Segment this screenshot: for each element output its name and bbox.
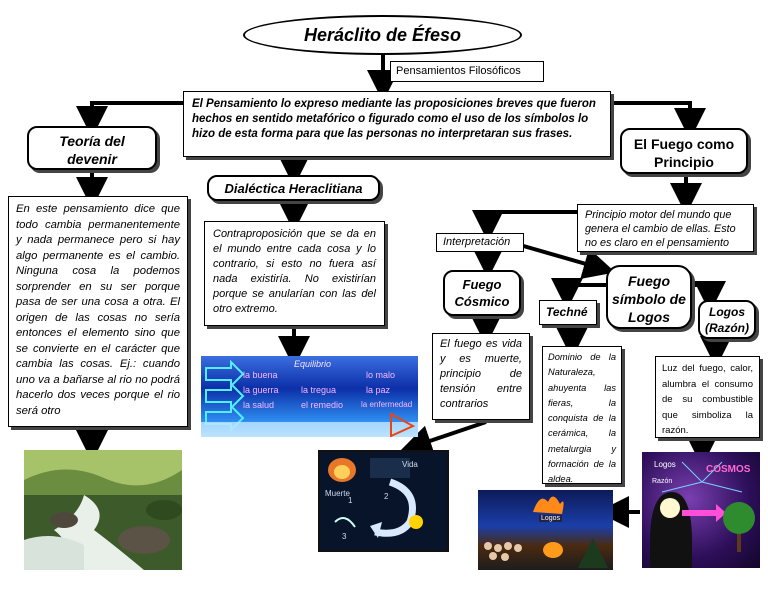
logos-title-box: Logos (Razón)	[698, 300, 756, 339]
cosmic-label-muerte: Muerte	[325, 489, 350, 498]
dialectica-image-label-paz: la paz	[366, 385, 391, 395]
dialectica-image-label-malo: lo malo	[366, 370, 396, 380]
cosmic-label-2: 2	[384, 492, 389, 501]
dialectica-title-box: Dialéctica Heraclitiana	[207, 175, 380, 201]
page-title: Heráclito de Éfeso	[303, 24, 462, 45]
fuego-principio-text: Principio motor del mundo que genera el …	[585, 209, 736, 249]
title-ellipse: Heráclito de Éfeso	[243, 15, 522, 55]
fuego-logos-title: Fuego símbolo de Logos	[612, 273, 686, 325]
fuego-cosmico-text: El fuego es vida y es muerte, principio …	[440, 338, 522, 410]
logos-image-label-razon: Razón	[652, 478, 673, 485]
techne-title-box: Techné	[539, 300, 597, 325]
dialectica-image: Equilibrio la buena la guerra la salud l…	[201, 356, 418, 437]
cosmic-label-vida: Vida	[402, 460, 418, 469]
devenir-text-box: En este pensamiento dice que todo cambia…	[8, 196, 188, 427]
dialectica-text: Contraproposición que se da en el mundo …	[213, 228, 376, 315]
fuego-cosmico-text-box: El fuego es vida y es muerte, principio …	[432, 333, 530, 420]
dialectica-image-label-tregua: la tregua	[301, 385, 337, 395]
subtitle: Pensamientos Filosóficos	[396, 65, 521, 77]
intro-box: El Pensamiento lo expreso mediante las p…	[183, 91, 611, 157]
dialectica-text-box: Contraproposición que se da en el mundo …	[204, 221, 385, 326]
interpretacion-box: Interpretación	[436, 233, 524, 252]
techne-text: Dominio de la Naturaleza, ahuyenta las f…	[548, 352, 616, 485]
fuego-principio-title-box: El Fuego como Principio	[620, 128, 748, 174]
dialectica-image-label-remedio: el remedio	[301, 400, 344, 410]
dialectica-image-label-enfermedad: la enfermedad	[361, 400, 413, 409]
devenir-text: En este pensamiento dice que todo cambia…	[16, 203, 180, 417]
dialectica-image-label-equilibrio: Equilibrio	[294, 359, 332, 369]
devenir-title-box: Teoría del devenir	[27, 126, 157, 170]
river-image	[24, 450, 182, 570]
techne-text-box: Dominio de la Naturaleza, ahuyenta las f…	[542, 346, 622, 484]
fuego-cosmico-image: Vida Muerte 1 2 3	[318, 450, 449, 552]
cosmic-label-3: 3	[342, 532, 347, 541]
fuego-principio-text-box: Principio motor del mundo que genera el …	[577, 204, 754, 252]
logos-image-label-cosmos: COSMOS	[706, 464, 751, 475]
logos-image: Logos Razón COSMOS	[642, 452, 760, 568]
techne-image-label-logos: Logos	[539, 515, 563, 522]
techne-title: Techné	[546, 305, 588, 319]
dialectica-title: Dialéctica Heraclitiana	[224, 181, 363, 196]
cosmic-label-1: 1	[348, 496, 353, 505]
techne-image: Logos	[478, 490, 613, 570]
fuego-logos-title-box: Fuego símbolo de Logos	[606, 265, 692, 329]
devenir-title: Teoría del devenir	[59, 133, 125, 167]
fuego-cosmico-title-box: Fuego Cósmico	[443, 270, 521, 316]
fuego-cosmico-title: Fuego Cósmico	[454, 277, 510, 309]
dialectica-image-label-salud: la salud	[243, 400, 275, 410]
dialectica-image-label-guerra: la guerra	[243, 385, 279, 395]
logos-image-label-logos: Logos	[654, 460, 676, 469]
subtitle-box: Pensamientos Filosóficos	[390, 61, 544, 82]
fuego-principio-title: El Fuego como Principio	[633, 136, 735, 170]
interpretacion-label: Interpretación	[443, 236, 511, 248]
logos-title: Logos (Razón)	[705, 305, 749, 335]
dialectica-image-label-buena: la buena	[243, 370, 278, 380]
intro-text: El Pensamiento lo expreso mediante las p…	[192, 98, 596, 140]
logos-text: Luz del fuego, calor, alumbra el consumo…	[662, 363, 753, 436]
logos-text-box: Luz del fuego, calor, alumbra el consumo…	[655, 356, 760, 438]
